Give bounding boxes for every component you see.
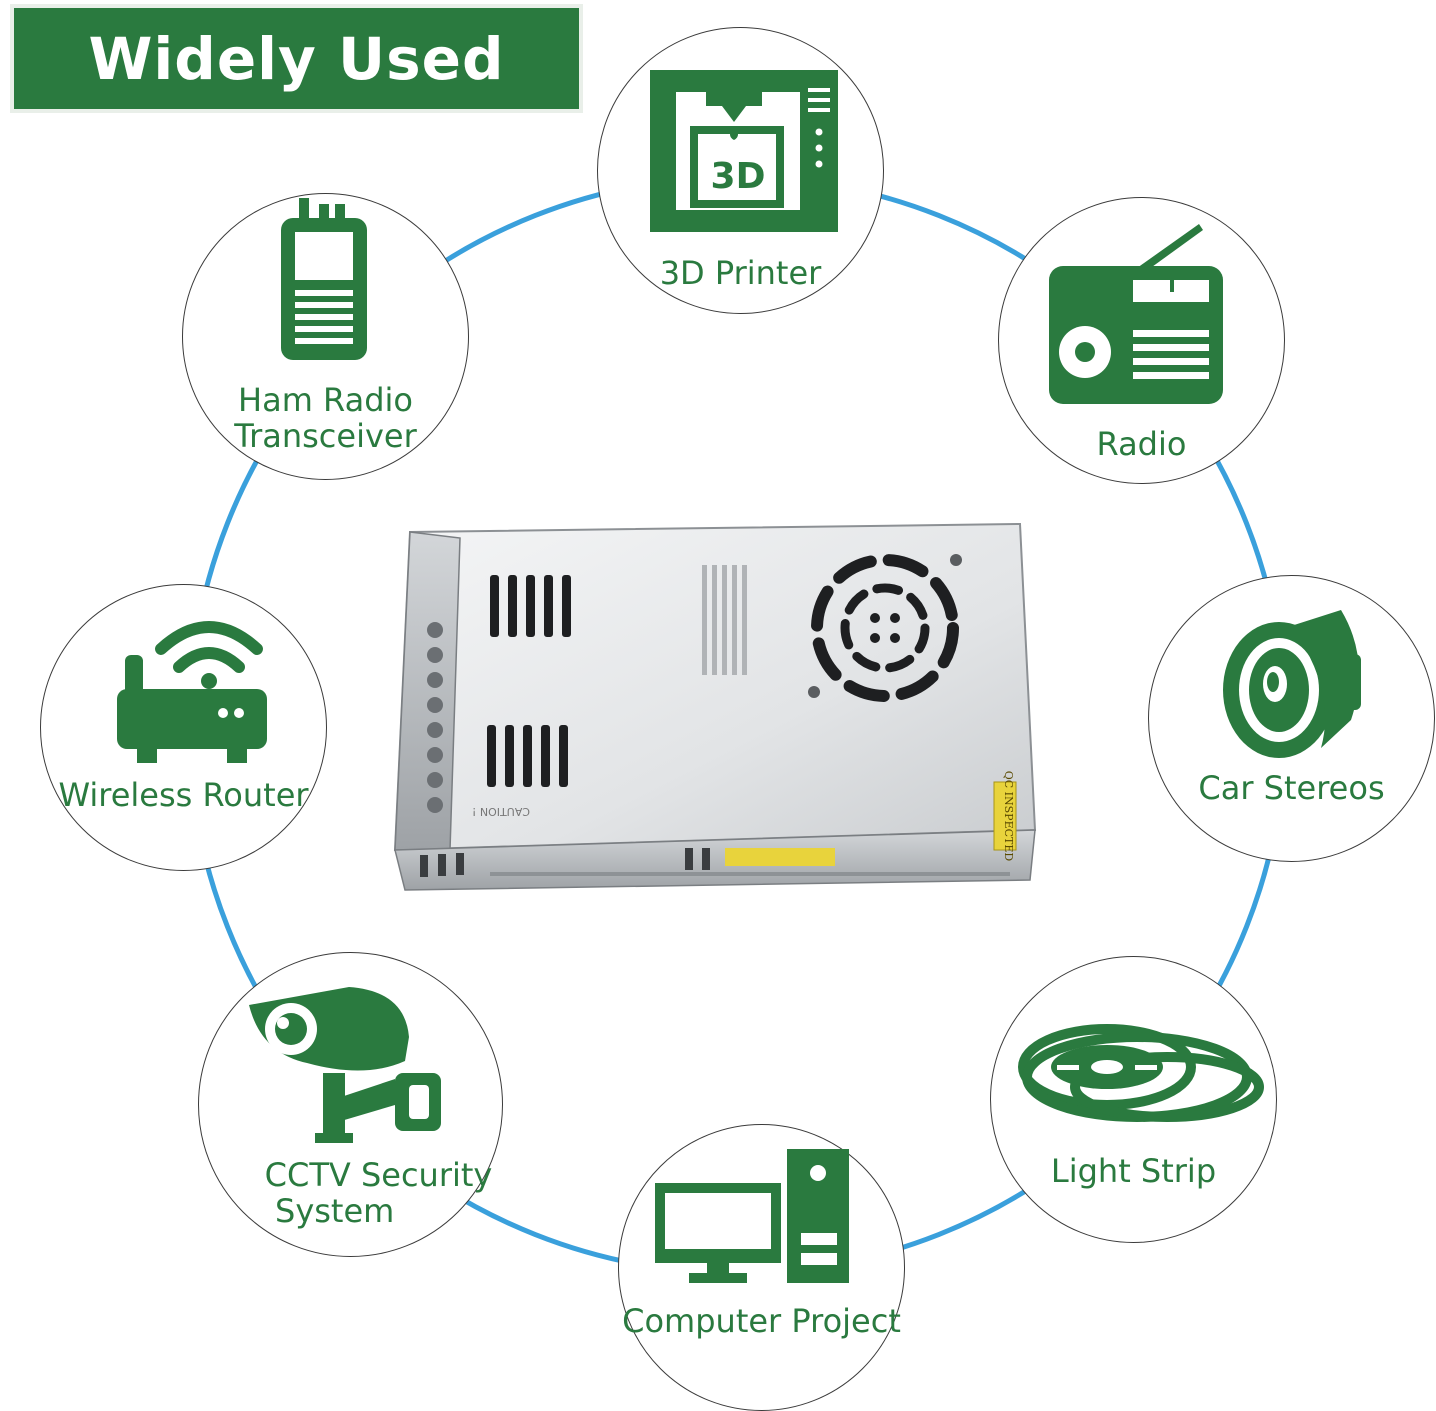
light-strip-icon — [1018, 1024, 1264, 1122]
banner-title: Widely Used — [88, 24, 505, 93]
app-node-radio: Radio — [998, 197, 1285, 484]
app-node-light-strip: Light Strip — [990, 956, 1277, 1243]
label-line: Ham Radio — [238, 381, 413, 419]
radio-icon — [1049, 224, 1223, 404]
app-node-cctv: CCTV Security System — [198, 952, 503, 1257]
app-label: 3D Printer — [598, 255, 883, 291]
label-line: Radio — [1096, 425, 1187, 463]
label-line: CCTV Security — [264, 1156, 493, 1194]
label-line: Light Strip — [1050, 1152, 1217, 1190]
app-node-computer-project: Computer Project — [618, 1124, 905, 1411]
caution-text: CAUTION ! — [472, 805, 530, 818]
power-supply-image: QC INSPECTED CAUTION ! — [393, 522, 1037, 891]
label-line: Car Stereos — [1198, 769, 1385, 807]
widely-used-banner: Widely Used — [14, 8, 579, 109]
app-node-ham-radio: Ham Radio Transceiver — [182, 193, 469, 480]
wireless-router-icon — [117, 621, 267, 763]
walkie-talkie-icon — [281, 198, 367, 360]
app-label: Radio — [999, 426, 1284, 462]
label-line: Computer Project — [622, 1302, 901, 1340]
3d-printer-icon: 3D — [650, 70, 838, 232]
app-label: CCTV Security System — [227, 1157, 530, 1229]
app-node-wireless-router: Wireless Router — [40, 584, 327, 871]
label-line: Transceiver — [234, 417, 417, 455]
computer-icon — [655, 1149, 849, 1283]
qc-sticker-text: QC INSPECTED — [1002, 771, 1015, 862]
cctv-camera-icon — [249, 987, 441, 1143]
label-line: System — [275, 1192, 395, 1230]
label-line: Wireless Router — [58, 776, 309, 814]
app-label: Computer Project — [619, 1303, 904, 1339]
label-line: 3D Printer — [659, 254, 822, 292]
speaker-icon — [1223, 610, 1361, 758]
app-node-car-stereos: Car Stereos — [1148, 575, 1435, 862]
app-label: Wireless Router — [41, 777, 326, 813]
app-label: Light Strip — [991, 1153, 1276, 1189]
app-node-3d-printer: 3D 3D Printer — [597, 27, 884, 314]
app-label: Ham Radio Transceiver — [183, 382, 468, 454]
svg-text:3D: 3D — [711, 156, 766, 197]
app-label: Car Stereos — [1149, 770, 1434, 806]
